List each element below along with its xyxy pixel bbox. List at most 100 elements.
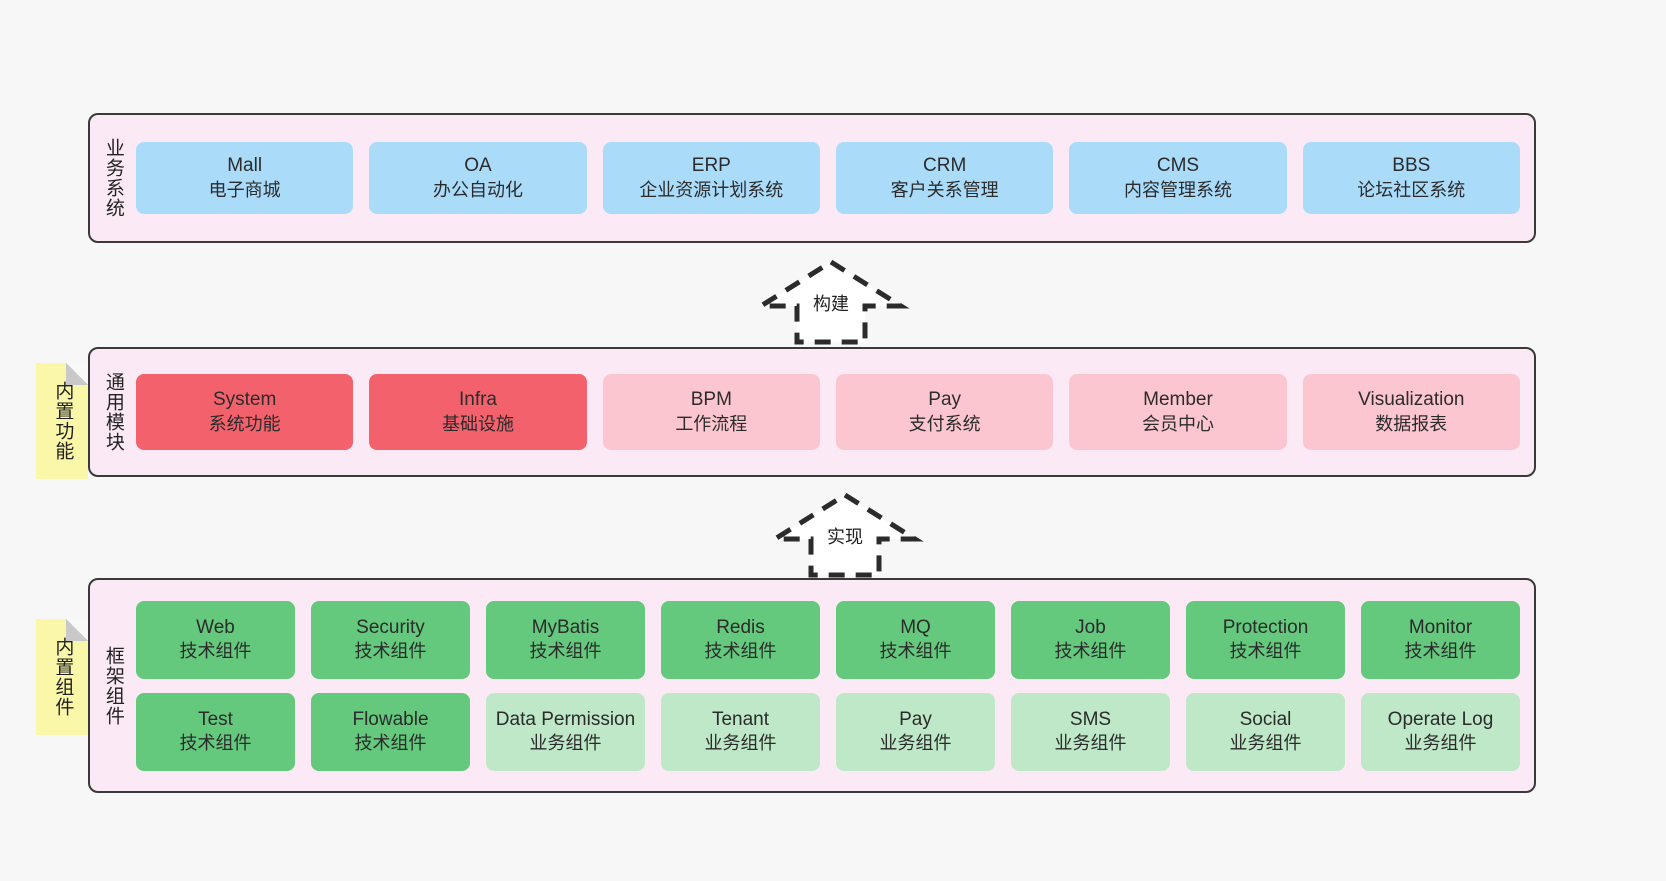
node-data-permission[interactable]: Data Permission 业务组件 bbox=[486, 692, 645, 771]
node-title: Member bbox=[1143, 389, 1213, 411]
node-subtitle: 技术组件 bbox=[179, 641, 252, 662]
node-subtitle: 技术组件 bbox=[529, 641, 602, 662]
layer-common-module: 通用模块 System 系统功能 Infra 基础设施 BPM 工作流程 Pay… bbox=[88, 347, 1536, 477]
layer-body-business-system: Mall 电子商城 OA 办公自动化 ERP 企业资源计划系统 CRM 客户关系… bbox=[136, 115, 1534, 241]
node-monitor[interactable]: Monitor 技术组件 bbox=[1361, 600, 1520, 679]
node-title: MyBatis bbox=[531, 616, 600, 638]
node-title: OA bbox=[464, 155, 492, 177]
node-title: Data Permission bbox=[495, 708, 636, 730]
node-social[interactable]: Social 业务组件 bbox=[1186, 692, 1345, 771]
node-erp[interactable]: ERP 企业资源计划系统 bbox=[602, 142, 820, 214]
node-title: Pay bbox=[899, 708, 932, 730]
node-protection[interactable]: Protection 技术组件 bbox=[1186, 600, 1345, 679]
node-subtitle: 企业资源计划系统 bbox=[639, 179, 784, 200]
node-subtitle: 业务组件 bbox=[879, 733, 952, 754]
node-title: Job bbox=[1075, 616, 1106, 638]
node-title: MQ bbox=[900, 616, 931, 638]
node-title: BPM bbox=[690, 389, 732, 411]
note-text: 内置组件 bbox=[52, 637, 74, 717]
node-job[interactable]: Job 技术组件 bbox=[1011, 600, 1170, 679]
node-subtitle: 技术组件 bbox=[704, 641, 777, 662]
node-subtitle: 技术组件 bbox=[179, 733, 252, 754]
node-title: Visualization bbox=[1358, 389, 1465, 411]
node-subtitle: 技术组件 bbox=[1229, 641, 1302, 662]
node-crm[interactable]: CRM 客户关系管理 bbox=[835, 142, 1054, 214]
layer-title-business-system: 业务系统 bbox=[102, 138, 124, 218]
node-test[interactable]: Test 技术组件 bbox=[136, 692, 295, 771]
layer-title-common-module: 通用模块 bbox=[102, 372, 124, 452]
node-title: Protection bbox=[1222, 616, 1309, 638]
layer-row: System 系统功能 Infra 基础设施 BPM 工作流程 Pay 支付系统… bbox=[136, 374, 1520, 450]
node-mybatis[interactable]: MyBatis 技术组件 bbox=[486, 600, 645, 679]
node-title: Infra bbox=[458, 389, 497, 411]
node-title: ERP bbox=[691, 155, 731, 177]
node-title: CRM bbox=[923, 155, 967, 177]
layer-title-framework-component: 框架组件 bbox=[102, 645, 124, 726]
node-subtitle: 业务组件 bbox=[1054, 733, 1127, 754]
node-title: Test bbox=[198, 708, 233, 730]
node-oa[interactable]: OA 办公自动化 bbox=[369, 142, 587, 214]
node-title: BBS bbox=[1392, 155, 1431, 177]
node-subtitle: 会员中心 bbox=[1141, 413, 1214, 434]
layer-row: Test 技术组件 Flowable 技术组件 Data Permission … bbox=[136, 692, 1520, 771]
node-title: Flowable bbox=[352, 708, 429, 730]
node-mq[interactable]: MQ 技术组件 bbox=[836, 600, 995, 679]
node-subtitle: 业务组件 bbox=[529, 733, 602, 754]
node-subtitle: 电子商城 bbox=[208, 179, 281, 200]
node-tenant[interactable]: Tenant 业务组件 bbox=[661, 692, 820, 771]
node-subtitle: 基础设施 bbox=[441, 413, 514, 434]
node-title: CMS bbox=[1156, 155, 1200, 177]
layer-row: Web 技术组件 Security 技术组件 MyBatis 技术组件 Redi… bbox=[136, 600, 1520, 679]
node-subtitle: 技术组件 bbox=[1054, 641, 1127, 662]
arrow-shape-implement bbox=[766, 492, 924, 578]
node-subtitle: 业务组件 bbox=[1229, 733, 1302, 754]
node-sms[interactable]: SMS 业务组件 bbox=[1011, 692, 1170, 771]
node-title: Pay bbox=[928, 389, 962, 411]
arrow-build: 构建 bbox=[752, 258, 910, 346]
node-pay-biz[interactable]: Pay 业务组件 bbox=[836, 692, 995, 771]
node-subtitle: 业务组件 bbox=[704, 733, 777, 754]
node-bbs[interactable]: BBS 论坛社区系统 bbox=[1302, 142, 1520, 214]
node-flowable[interactable]: Flowable 技术组件 bbox=[311, 692, 470, 771]
node-subtitle: 客户关系管理 bbox=[890, 179, 999, 200]
node-subtitle: 系统功能 bbox=[208, 413, 281, 434]
node-subtitle: 数据报表 bbox=[1375, 413, 1448, 434]
node-subtitle: 业务组件 bbox=[1404, 733, 1477, 754]
node-title: Monitor bbox=[1408, 616, 1473, 638]
node-title: Social bbox=[1239, 708, 1292, 730]
node-subtitle: 工作流程 bbox=[675, 413, 748, 434]
node-subtitle: 论坛社区系统 bbox=[1357, 179, 1466, 200]
node-subtitle: 内容管理系统 bbox=[1123, 179, 1232, 200]
node-subtitle: 办公自动化 bbox=[432, 179, 523, 200]
node-security[interactable]: Security 技术组件 bbox=[311, 600, 470, 679]
arrow-shape-build bbox=[752, 259, 910, 345]
node-title: SMS bbox=[1069, 708, 1112, 730]
arrow-implement: 实现 bbox=[766, 491, 924, 579]
layer-body-framework-component: Web 技术组件 Security 技术组件 MyBatis 技术组件 Redi… bbox=[136, 580, 1534, 791]
node-bpm[interactable]: BPM 工作流程 bbox=[602, 374, 820, 450]
node-title: Operate Log bbox=[1387, 708, 1494, 730]
note-text: 内置功能 bbox=[52, 381, 74, 461]
node-subtitle: 支付系统 bbox=[908, 413, 981, 434]
node-mall[interactable]: Mall 电子商城 bbox=[136, 142, 354, 214]
node-infra[interactable]: Infra 基础设施 bbox=[369, 374, 587, 450]
node-visualization[interactable]: Visualization 数据报表 bbox=[1302, 374, 1520, 450]
note-built-in-features: 内置功能 bbox=[36, 363, 88, 479]
node-subtitle: 技术组件 bbox=[354, 733, 427, 754]
node-web[interactable]: Web 技术组件 bbox=[136, 600, 295, 679]
node-title: Redis bbox=[716, 616, 765, 638]
layer-body-common-module: System 系统功能 Infra 基础设施 BPM 工作流程 Pay 支付系统… bbox=[136, 349, 1534, 475]
layer-framework-component: 框架组件 Web 技术组件 Security 技术组件 MyBatis 技术组件… bbox=[88, 578, 1536, 793]
note-built-in-components: 内置组件 bbox=[36, 619, 88, 735]
node-title: System bbox=[212, 389, 277, 411]
node-member[interactable]: Member 会员中心 bbox=[1069, 374, 1287, 450]
node-cms[interactable]: CMS 内容管理系统 bbox=[1069, 142, 1287, 214]
node-subtitle: 技术组件 bbox=[1404, 641, 1477, 662]
node-subtitle: 技术组件 bbox=[354, 641, 427, 662]
node-operate-log[interactable]: Operate Log 业务组件 bbox=[1361, 692, 1520, 771]
node-title: Tenant bbox=[711, 708, 770, 730]
node-system[interactable]: System 系统功能 bbox=[136, 374, 354, 450]
node-pay[interactable]: Pay 支付系统 bbox=[835, 374, 1054, 450]
node-redis[interactable]: Redis 技术组件 bbox=[661, 600, 820, 679]
